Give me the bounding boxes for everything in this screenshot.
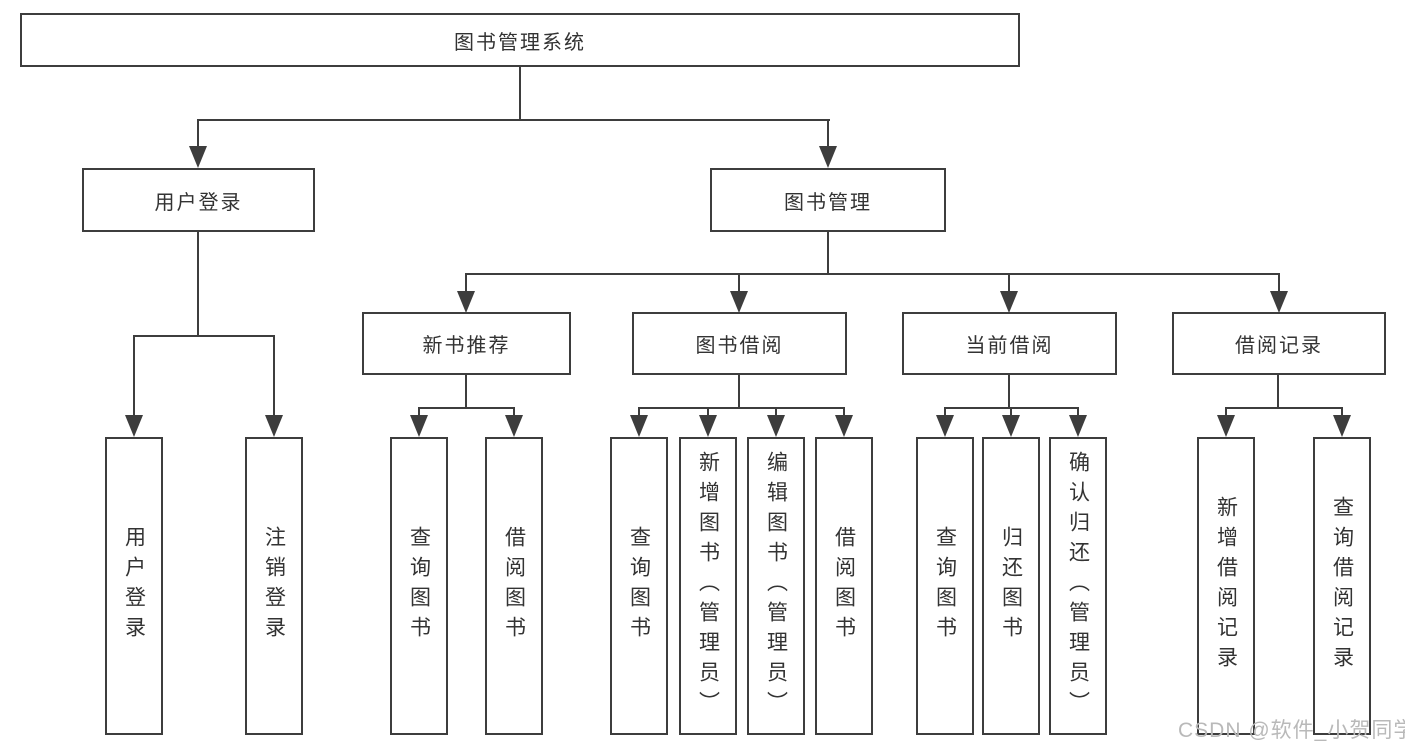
connector-drop-leaf <box>707 407 709 417</box>
arrowhead-icon <box>835 415 853 437</box>
arrowhead-icon <box>1217 415 1235 437</box>
arrowhead-icon <box>189 146 207 168</box>
leaf-confirm-return-admin-label: 确认归还（管理员） <box>1066 451 1090 721</box>
arrowhead-icon <box>125 415 143 437</box>
arrowhead-icon <box>1069 415 1087 437</box>
arrowhead-icon <box>819 146 837 168</box>
leaf-query-books-borrowing-label: 查询图书 <box>627 526 651 646</box>
leaf-query-books-recommend: 查询图书 <box>390 437 448 735</box>
connector-drop-leaf <box>638 407 640 417</box>
connector-stem <box>1277 375 1279 407</box>
node-current-borrowing-label: 当前借阅 <box>965 335 1054 357</box>
watermark: CSDN @软件_小贺同学 <box>1178 719 1405 742</box>
node-borrowing-records: 借阅记录 <box>1172 312 1386 375</box>
arrowhead-icon <box>410 415 428 437</box>
connector-book-management-splitter <box>466 273 1280 275</box>
leaf-user-login-label: 用户登录 <box>122 526 146 646</box>
connector-drop-leaf <box>944 407 946 417</box>
connector-drop-leaf <box>775 407 777 417</box>
arrowhead-icon <box>505 415 523 437</box>
connector-drop-leaf <box>273 335 275 416</box>
node-user-login: 用户登录 <box>82 168 315 232</box>
connector-drop-leaf <box>1341 407 1343 417</box>
arrowhead-icon <box>1270 291 1288 313</box>
node-current-borrowing: 当前借阅 <box>902 312 1117 375</box>
leaf-logout-label: 注销登录 <box>262 526 286 646</box>
connector-stem <box>465 375 467 407</box>
arrowhead-icon <box>265 415 283 437</box>
node-new-book-recommendation: 新书推荐 <box>362 312 571 375</box>
connector-drop-book-borrowing <box>738 273 740 293</box>
leaf-query-books-current: 查询图书 <box>916 437 974 735</box>
leaf-return-books-label: 归还图书 <box>999 526 1023 646</box>
arrowhead-icon <box>1000 291 1018 313</box>
connector-drop-book-management <box>827 119 829 148</box>
connector-root-splitter <box>197 119 830 121</box>
leaf-query-borrow-record: 查询借阅记录 <box>1313 437 1371 735</box>
connector-drop-leaf <box>133 335 135 416</box>
arrowhead-icon <box>1002 415 1020 437</box>
leaf-confirm-return-admin: 确认归还（管理员） <box>1049 437 1107 735</box>
connector-splitter <box>1225 407 1343 409</box>
arrowhead-icon <box>699 415 717 437</box>
connector-stem <box>738 375 740 407</box>
leaf-return-books: 归还图书 <box>982 437 1040 735</box>
connector-drop-leaf <box>843 407 845 417</box>
connector-user-login-stem <box>197 232 199 335</box>
node-new-book-recommendation-label: 新书推荐 <box>422 335 511 357</box>
connector-drop-leaf <box>513 407 515 417</box>
arrowhead-icon <box>457 291 475 313</box>
node-library-system: 图书管理系统 <box>20 13 1020 67</box>
node-book-management-label: 图书管理 <box>784 191 872 214</box>
leaf-logout: 注销登录 <box>245 437 303 735</box>
arrowhead-icon <box>730 291 748 313</box>
arrowhead-icon <box>936 415 954 437</box>
connector-drop-borrowing-records <box>1278 273 1280 293</box>
leaf-edit-books-admin: 编辑图书（管理员） <box>747 437 805 735</box>
node-book-management: 图书管理 <box>710 168 946 232</box>
arrowhead-icon <box>767 415 785 437</box>
connector-drop-user-login <box>197 119 199 148</box>
node-user-login-label: 用户登录 <box>154 191 243 214</box>
connector-user-login-splitter <box>133 335 275 337</box>
connector-stem <box>1008 375 1010 407</box>
leaf-query-borrow-record-label: 查询借阅记录 <box>1330 496 1354 676</box>
connector-drop-leaf <box>1077 407 1079 417</box>
leaf-add-borrow-record: 新增借阅记录 <box>1197 437 1255 735</box>
arrowhead-icon <box>1333 415 1351 437</box>
connector-drop-leaf <box>1225 407 1227 417</box>
node-book-borrowing: 图书借阅 <box>632 312 847 375</box>
connector-drop-leaf <box>1010 407 1012 417</box>
leaf-borrow-books-recommend-label: 借阅图书 <box>502 526 526 646</box>
connector-drop-leaf <box>418 407 420 417</box>
leaf-add-books-admin: 新增图书（管理员） <box>679 437 737 735</box>
connector-root-stem <box>519 67 521 119</box>
connector-drop-new-books <box>465 273 467 293</box>
arrowhead-icon <box>630 415 648 437</box>
node-library-system-label: 图书管理系统 <box>454 31 586 54</box>
leaf-edit-books-admin-label: 编辑图书（管理员） <box>764 451 788 721</box>
node-book-borrowing-label: 图书借阅 <box>695 335 784 357</box>
leaf-add-borrow-record-label: 新增借阅记录 <box>1214 496 1238 676</box>
leaf-borrow-books-borrowing: 借阅图书 <box>815 437 873 735</box>
connector-book-management-stem <box>827 232 829 273</box>
leaf-query-books-current-label: 查询图书 <box>933 526 957 646</box>
leaf-borrow-books-borrowing-label: 借阅图书 <box>832 526 856 646</box>
leaf-borrow-books-recommend: 借阅图书 <box>485 437 543 735</box>
leaf-add-books-admin-label: 新增图书（管理员） <box>696 451 720 721</box>
leaf-user-login: 用户登录 <box>105 437 163 735</box>
node-borrowing-records-label: 借阅记录 <box>1235 335 1323 357</box>
connector-splitter <box>638 407 845 409</box>
leaf-query-books-borrowing: 查询图书 <box>610 437 668 735</box>
leaf-query-books-recommend-label: 查询图书 <box>407 526 431 646</box>
connector-drop-current-borrowing <box>1008 273 1010 293</box>
connector-splitter <box>418 407 515 409</box>
